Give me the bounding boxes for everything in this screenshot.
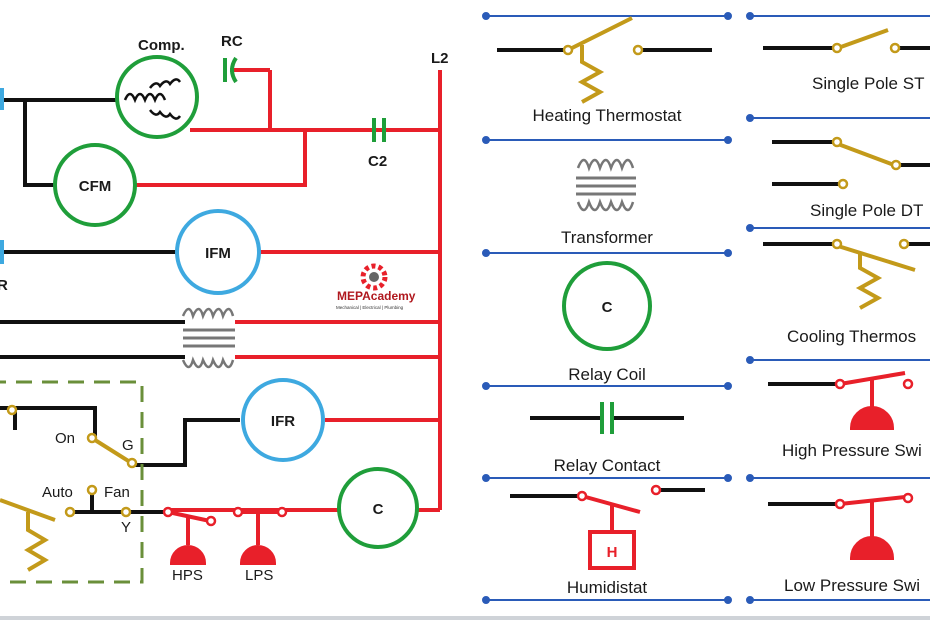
rc-label: RC — [221, 33, 243, 50]
terminal-marker — [0, 88, 4, 110]
cfm-label: CFM — [79, 178, 112, 195]
g-label: G — [122, 437, 134, 454]
hps-switch — [162, 506, 217, 565]
y-label: Y — [121, 519, 131, 536]
on-label: On — [55, 430, 75, 447]
terminal-marker — [0, 240, 4, 264]
legend-label: Single Pole ST — [812, 74, 924, 93]
run-capacitor — [223, 56, 238, 84]
thermostat-box — [0, 380, 144, 584]
transformer-symbol — [181, 307, 235, 369]
cooling-thermostat-symbol — [0, 498, 56, 572]
legend-label: Heating Thermostat — [533, 106, 682, 125]
legend-transformer: Transformer — [561, 158, 653, 247]
legend-label: High Pressure Swi — [782, 441, 922, 460]
svg-text:MEPAcademy: MEPAcademy — [337, 289, 416, 303]
c2-contact — [372, 118, 386, 142]
legend-label: Single Pole DT — [810, 201, 923, 220]
comp-label: Comp. — [138, 37, 185, 54]
cfm-motor — [53, 143, 137, 227]
legend-low-pressure-switch: Low Pressure Swi — [768, 492, 920, 595]
bottom-edge — [0, 616, 930, 620]
legend-single-pole-dt: Single Pole DT — [772, 136, 930, 220]
ifr-label: IFR — [271, 413, 295, 430]
legend-relay-coil: C Relay Coil — [562, 261, 652, 384]
legend-high-pressure-switch: High Pressure Swi — [768, 371, 922, 460]
fan-switch — [6, 404, 138, 518]
legend-label: Relay Contact — [554, 456, 661, 475]
c2-label: C2 — [368, 153, 387, 170]
legend-symbol-letter: H — [607, 544, 618, 561]
legend-label: Transformer — [561, 228, 653, 247]
hps-label: HPS — [172, 567, 203, 584]
legend-label: Low Pressure Swi — [784, 576, 920, 595]
ifr-relay-coil — [241, 378, 325, 462]
legend-label: Cooling Thermos — [787, 327, 916, 346]
legend-label: Relay Coil — [568, 365, 645, 384]
l2-wires — [135, 68, 442, 512]
fan-label: Fan — [104, 484, 130, 501]
legend-cooling-thermostat: Cooling Thermos — [763, 238, 930, 346]
svg-text:Mechanical | Electrical | Plum: Mechanical | Electrical | Plumbing — [336, 305, 404, 310]
lps-label: LPS — [245, 567, 273, 584]
l2-label: L2 — [431, 50, 449, 67]
wiring-diagram: Comp. RC C2 L2 CFM IFM R — [0, 33, 449, 584]
r-label: R — [0, 277, 8, 294]
compressor-motor — [115, 55, 199, 139]
legend-relay-contact: Relay Contact — [530, 402, 684, 475]
auto-label: Auto — [42, 484, 73, 501]
mep-academy-logo: MEPAcademy Mechanical | Electrical | Plu… — [336, 263, 416, 310]
legend-label: Humidistat — [567, 578, 648, 597]
ifm-label: IFM — [205, 245, 231, 262]
legend-heating-thermostat: Heating Thermostat — [497, 16, 712, 125]
lps-switch — [232, 506, 288, 565]
legend-symbol-letter: C — [602, 299, 613, 316]
contactor-label: C — [373, 501, 384, 518]
ifm-motor — [175, 209, 261, 295]
legend-single-pole-st: Single Pole ST — [763, 28, 930, 93]
legend-humidistat: H Humidistat — [510, 484, 705, 597]
contactor-coil — [337, 467, 419, 549]
symbol-legend: Heating Thermostat Transformer C Relay C… — [482, 12, 930, 604]
